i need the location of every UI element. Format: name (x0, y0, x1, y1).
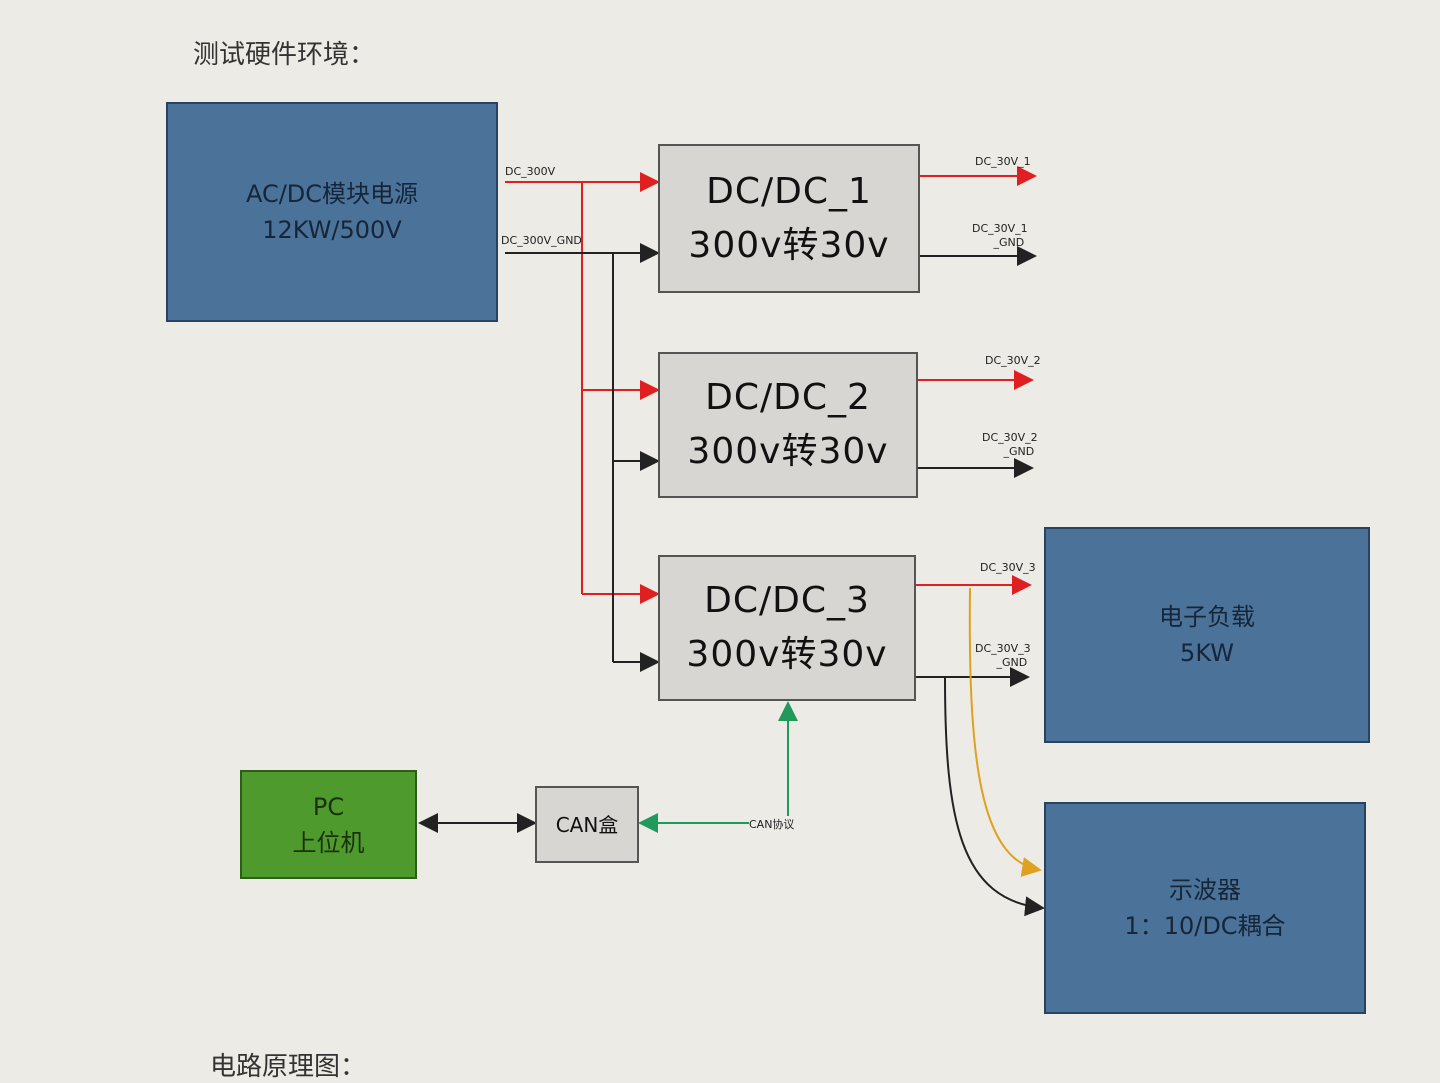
label-out1-gnd-line2: _GND (993, 236, 1025, 249)
block-acdc-power: AC/DC模块电源 12KW/500V (166, 102, 498, 322)
dcdc2-title: DC/DC_2 (705, 377, 871, 418)
block-electronic-load: 电子负载 5KW (1044, 527, 1370, 743)
label-out3-gnd-line1: DC_30V_3 (975, 642, 1031, 655)
label-out3: DC_30V_3 (980, 561, 1036, 574)
pc-title: PC (312, 792, 345, 821)
label-dc-300v: DC_300V (505, 165, 556, 178)
wire-probe-positive (968, 587, 1042, 877)
label-out1: DC_30V_1 (975, 155, 1031, 168)
block-pc-host: PC 上位机 (240, 770, 417, 879)
block-dcdc-2: DC/DC_2 300v转30v (658, 352, 918, 498)
label-out1-gnd-line1: DC_30V_1 (972, 222, 1028, 235)
acdc-rating: 12KW/500V (262, 216, 402, 244)
label-dc-300v-gnd: DC_300V_GND (501, 234, 582, 247)
wire-probe-ground (944, 676, 1045, 917)
label-out2-gnd: DC_30V_2 _GND (982, 431, 1038, 459)
block-oscilloscope: 示波器 1：10/DC耦合 (1044, 802, 1366, 1014)
block-dcdc-3: DC/DC_3 300v转30v (658, 555, 916, 701)
label-out3-gnd: DC_30V_3 _GND (975, 642, 1031, 670)
block-dcdc-1: DC/DC_1 300v转30v (658, 144, 920, 293)
label-out3-gnd-line2: _GND (996, 656, 1028, 669)
load-title: 电子负载 (1159, 603, 1255, 631)
label-can-protocol: CAN协议 (749, 816, 795, 832)
load-rating: 5KW (1180, 639, 1234, 667)
pc-subtitle: 上位机 (292, 828, 365, 857)
heading-test-hardware: 测试硬件环境： (193, 40, 376, 70)
label-out2-gnd-line1: DC_30V_2 (982, 431, 1038, 444)
label-out2: DC_30V_2 (985, 354, 1041, 367)
dcdc3-title: DC/DC_3 (704, 580, 870, 621)
can-box-label: CAN盒 (555, 812, 619, 837)
dcdc1-title: DC/DC_1 (706, 170, 872, 212)
label-out1-gnd: DC_30V_1 _GND (972, 222, 1028, 250)
label-out2-gnd-line2: _GND (1003, 445, 1035, 458)
block-can-box: CAN盒 (535, 786, 639, 863)
heading-circuit-diagram: 电路原理图： (210, 1052, 367, 1082)
scope-setting: 1：10/DC耦合 (1124, 912, 1286, 940)
scope-title: 示波器 (1169, 876, 1241, 904)
dcdc1-rating: 300v转30v (688, 224, 890, 266)
dcdc2-rating: 300v转30v (687, 431, 889, 472)
dcdc3-rating: 300v转30v (686, 634, 888, 675)
acdc-title: AC/DC模块电源 (245, 180, 419, 208)
